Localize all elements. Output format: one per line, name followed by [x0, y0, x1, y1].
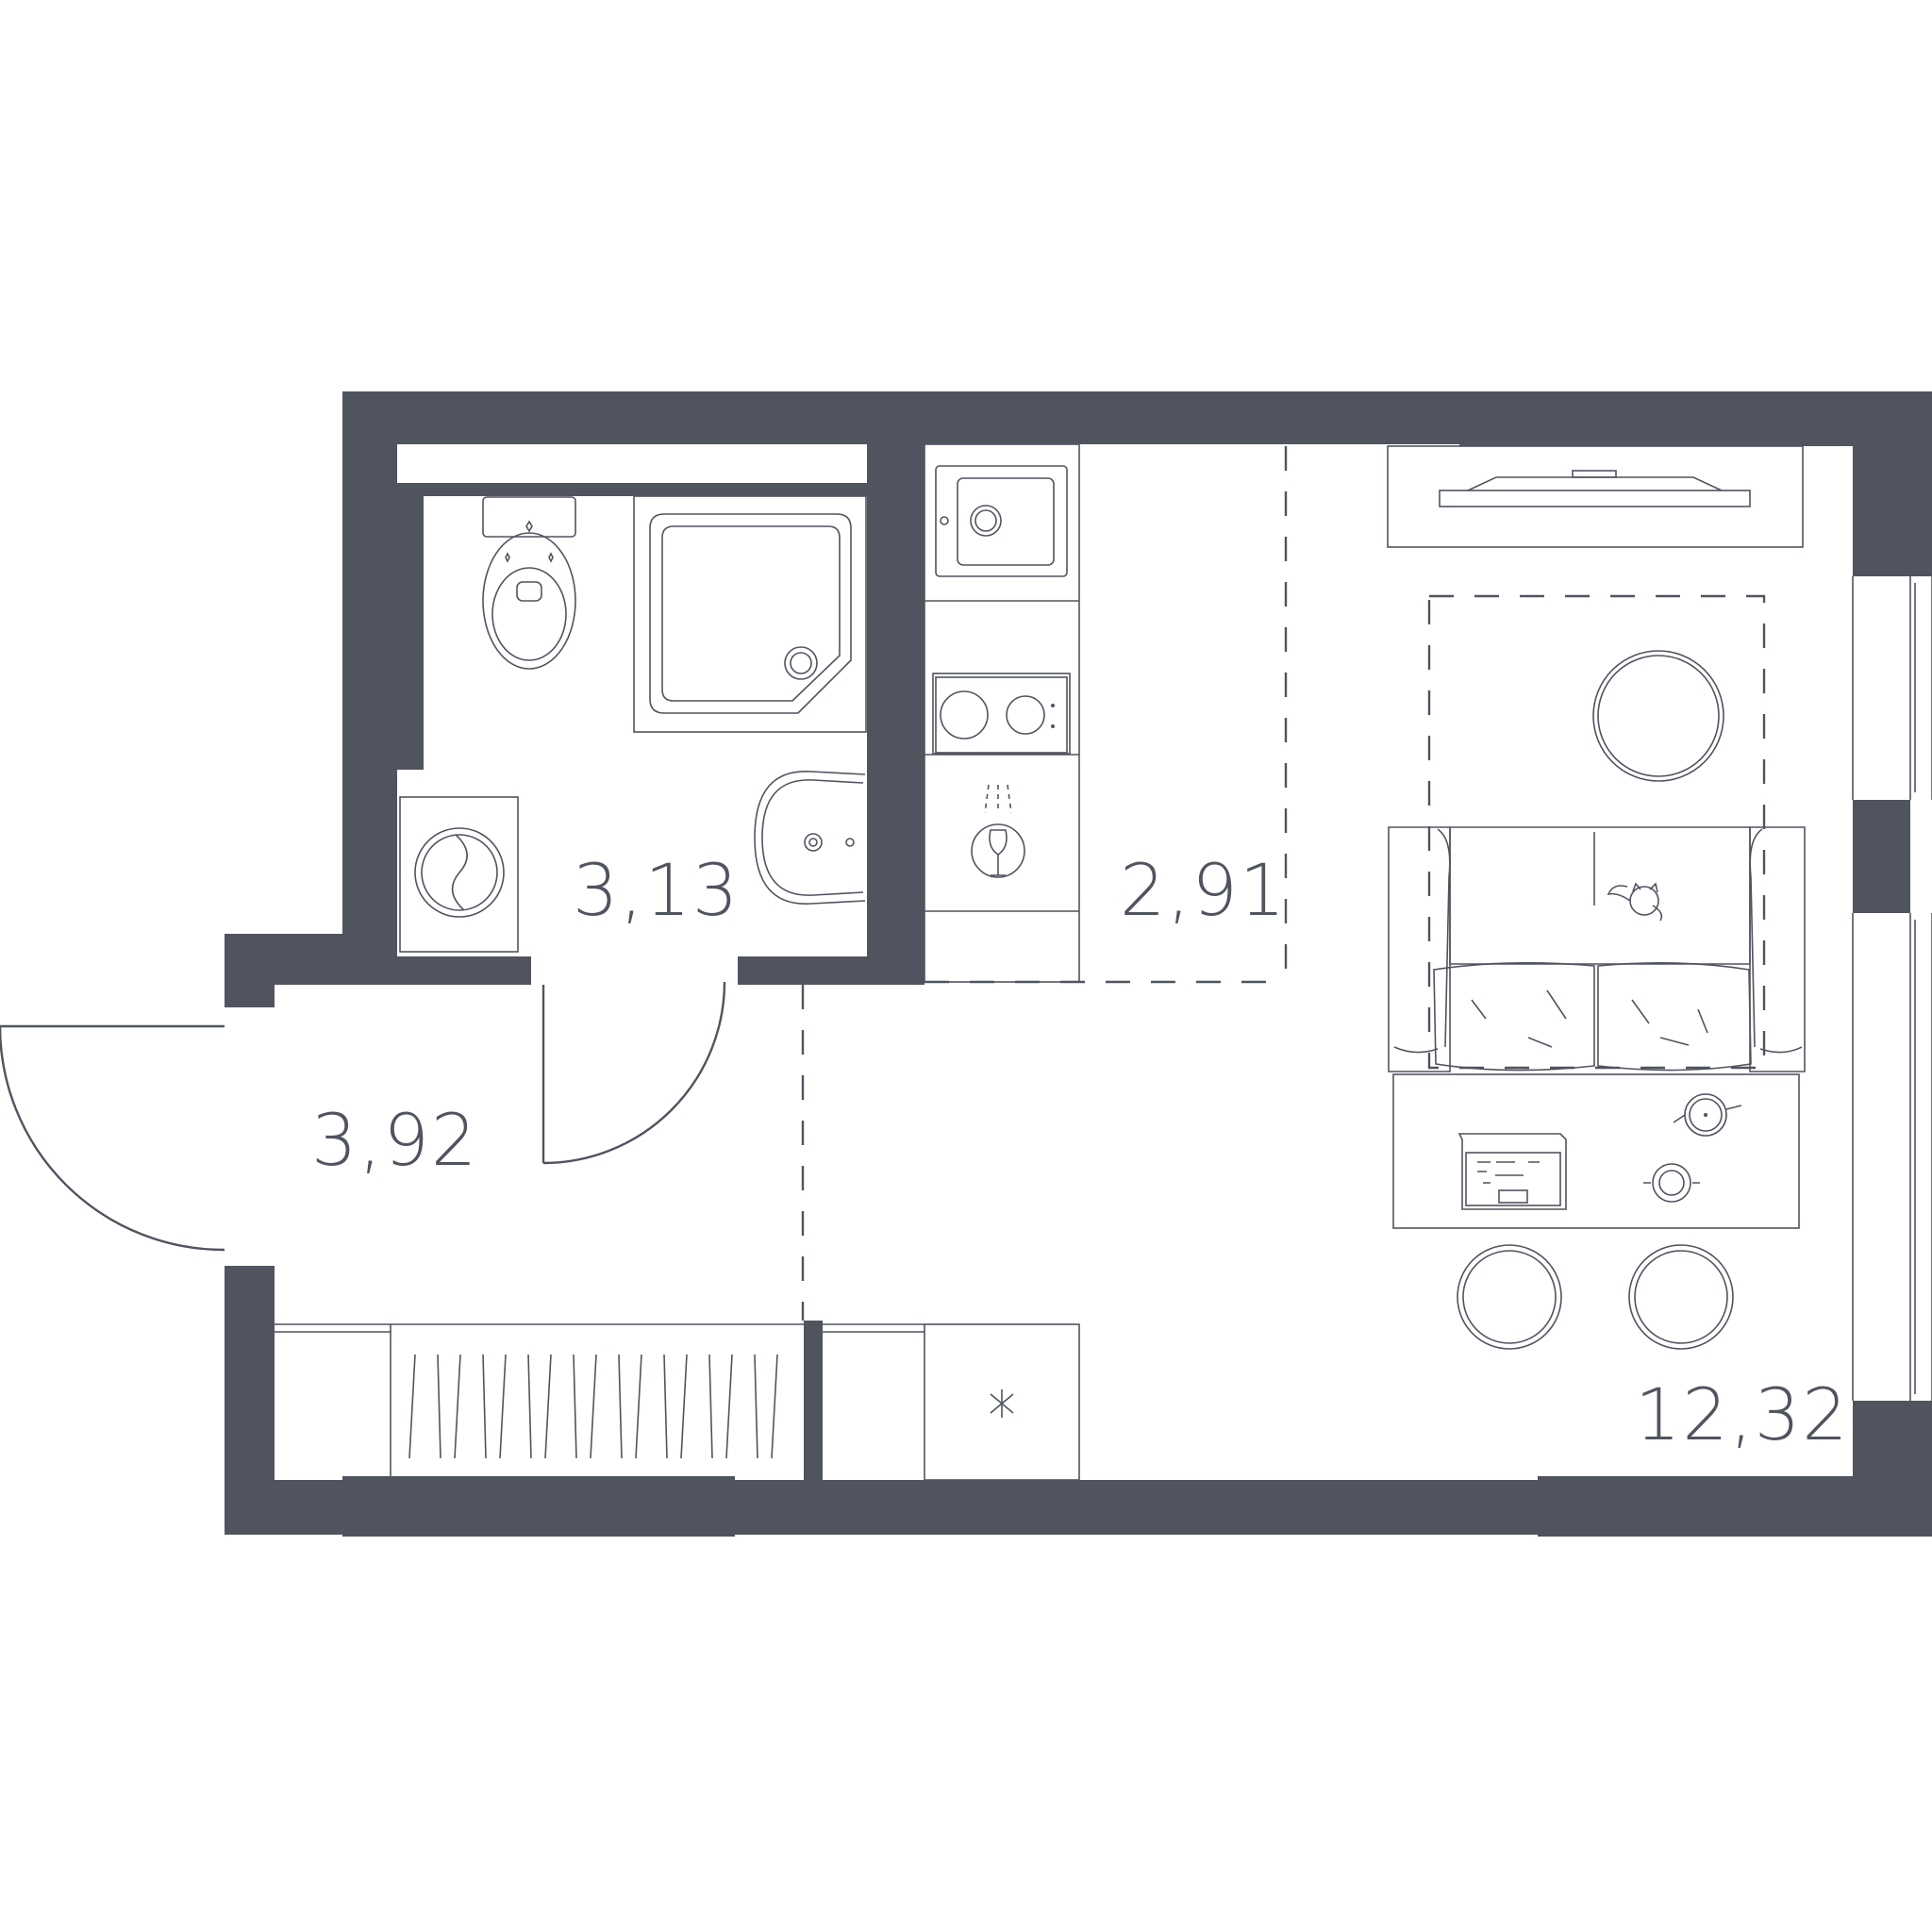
utility-closet-icon [823, 1323, 1080, 1481]
cat-icon [1607, 882, 1663, 922]
coffee-table-icon [1392, 1073, 1800, 1229]
pouf-icon [1628, 1244, 1734, 1350]
cooktop-icon [932, 673, 1071, 755]
teapot-icon [1673, 1093, 1742, 1137]
wardrobe-icon [275, 1323, 804, 1480]
washbasin-icon [754, 771, 866, 905]
windows [1852, 576, 1932, 1401]
shower-tray-icon [633, 495, 867, 733]
window-upper [1852, 576, 1932, 800]
cup-icon [1643, 1163, 1700, 1203]
entrance-door-icon [0, 1024, 225, 1252]
bathroom-door-icon [541, 981, 726, 1165]
washing-machine-icon [399, 796, 519, 953]
pouf-icon [1457, 1244, 1562, 1350]
toilet-icon [482, 496, 576, 670]
walls [225, 391, 1932, 1537]
round-table-icon [1592, 650, 1724, 782]
laptop-icon [1457, 1133, 1567, 1210]
room-area-living-room: 12,32 [1635, 1372, 1850, 1456]
kitchen-counter [924, 443, 1080, 983]
tv-unit-icon [1387, 445, 1804, 548]
sofa-icon [1388, 826, 1806, 1072]
oven-icon [971, 784, 1025, 878]
window-lower [1852, 913, 1932, 1401]
room-area-kitchen: 2,91 [1120, 848, 1287, 932]
room-area-bathroom: 3,13 [573, 848, 740, 932]
kitchen-sink-icon [935, 465, 1068, 577]
rug-outline [1427, 594, 1766, 1070]
room-area-hallway: 3,92 [311, 1098, 478, 1182]
